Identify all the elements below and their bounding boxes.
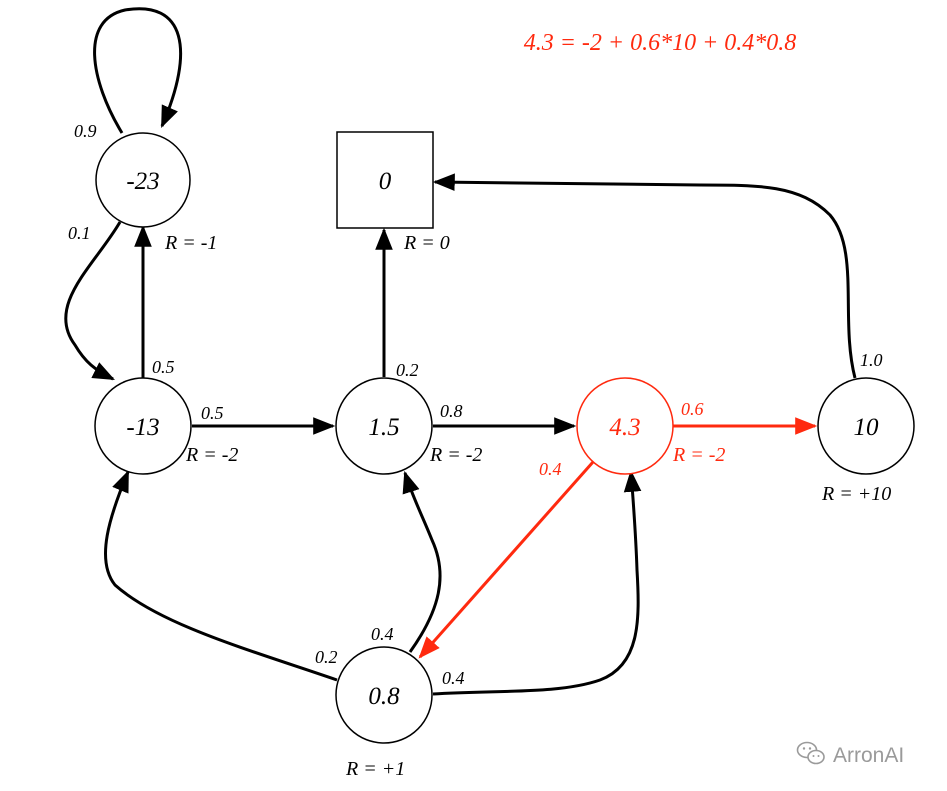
edge-4-3-to-0-8 bbox=[418, 461, 595, 659]
state-value: 4.3 bbox=[609, 414, 640, 441]
edge-prob-label: 0.5 bbox=[201, 403, 224, 423]
edge-prob-label: 0.4 bbox=[442, 668, 465, 688]
edge-prob-label: 0.4 bbox=[371, 624, 394, 644]
state-value: 10 bbox=[854, 414, 880, 441]
edge-prob-label: 0.9 bbox=[74, 121, 97, 141]
state-reward: R = +1 bbox=[345, 758, 405, 780]
edge-0-8-to-4-3 bbox=[432, 469, 642, 696]
edge-prob-label: 0.8 bbox=[440, 401, 463, 421]
state-reward: R = 0 bbox=[403, 232, 450, 254]
edge-prob-label: 0.2 bbox=[315, 647, 338, 667]
state-reward: R = -2 bbox=[429, 444, 482, 466]
edge-10-to-terminal bbox=[432, 173, 857, 379]
state-reward: R = -2 bbox=[672, 444, 725, 466]
edge-0-8-to-1-5 bbox=[402, 470, 442, 653]
edge-prob-label: 0.1 bbox=[68, 223, 91, 243]
edge-prob-label: 0.6 bbox=[681, 399, 704, 419]
edge-prob-label: 0.4 bbox=[539, 459, 562, 479]
state-value: -13 bbox=[126, 414, 159, 441]
edge-neg23-to-neg13 bbox=[64, 221, 122, 381]
edge-prob-label: 0.5 bbox=[152, 357, 175, 377]
bellman-formula: 4.3 = -2 + 0.6*10 + 0.4*0.8 bbox=[524, 30, 797, 56]
state-value: 1.5 bbox=[368, 414, 399, 441]
terminal-state-node: 0 bbox=[336, 131, 434, 229]
state-node-0-8: 0.8 bbox=[335, 646, 433, 744]
edge-prob-label: 1.0 bbox=[860, 350, 883, 370]
state-value: 0.8 bbox=[368, 683, 400, 710]
state-reward: R = -2 bbox=[185, 444, 238, 466]
state-node-10: 10 bbox=[817, 377, 915, 475]
state-node-4-3: 4.3 bbox=[576, 377, 674, 475]
state-node-neg13: -13 bbox=[94, 377, 192, 475]
watermark-text: ArronAI bbox=[833, 744, 904, 767]
state-reward: R = -1 bbox=[164, 232, 217, 254]
edge-0-8-to-neg13 bbox=[103, 469, 338, 682]
state-reward: R = +10 bbox=[821, 483, 891, 505]
state-value: 0 bbox=[379, 168, 392, 195]
state-node-neg23: -23 bbox=[95, 132, 191, 228]
edge-neg23-self-loop bbox=[93, 7, 183, 134]
edge-prob-label: 0.2 bbox=[396, 360, 419, 380]
wechat-icon bbox=[796, 741, 825, 765]
state-node-1-5: 1.5 bbox=[335, 377, 433, 475]
state-value: -23 bbox=[126, 168, 159, 195]
